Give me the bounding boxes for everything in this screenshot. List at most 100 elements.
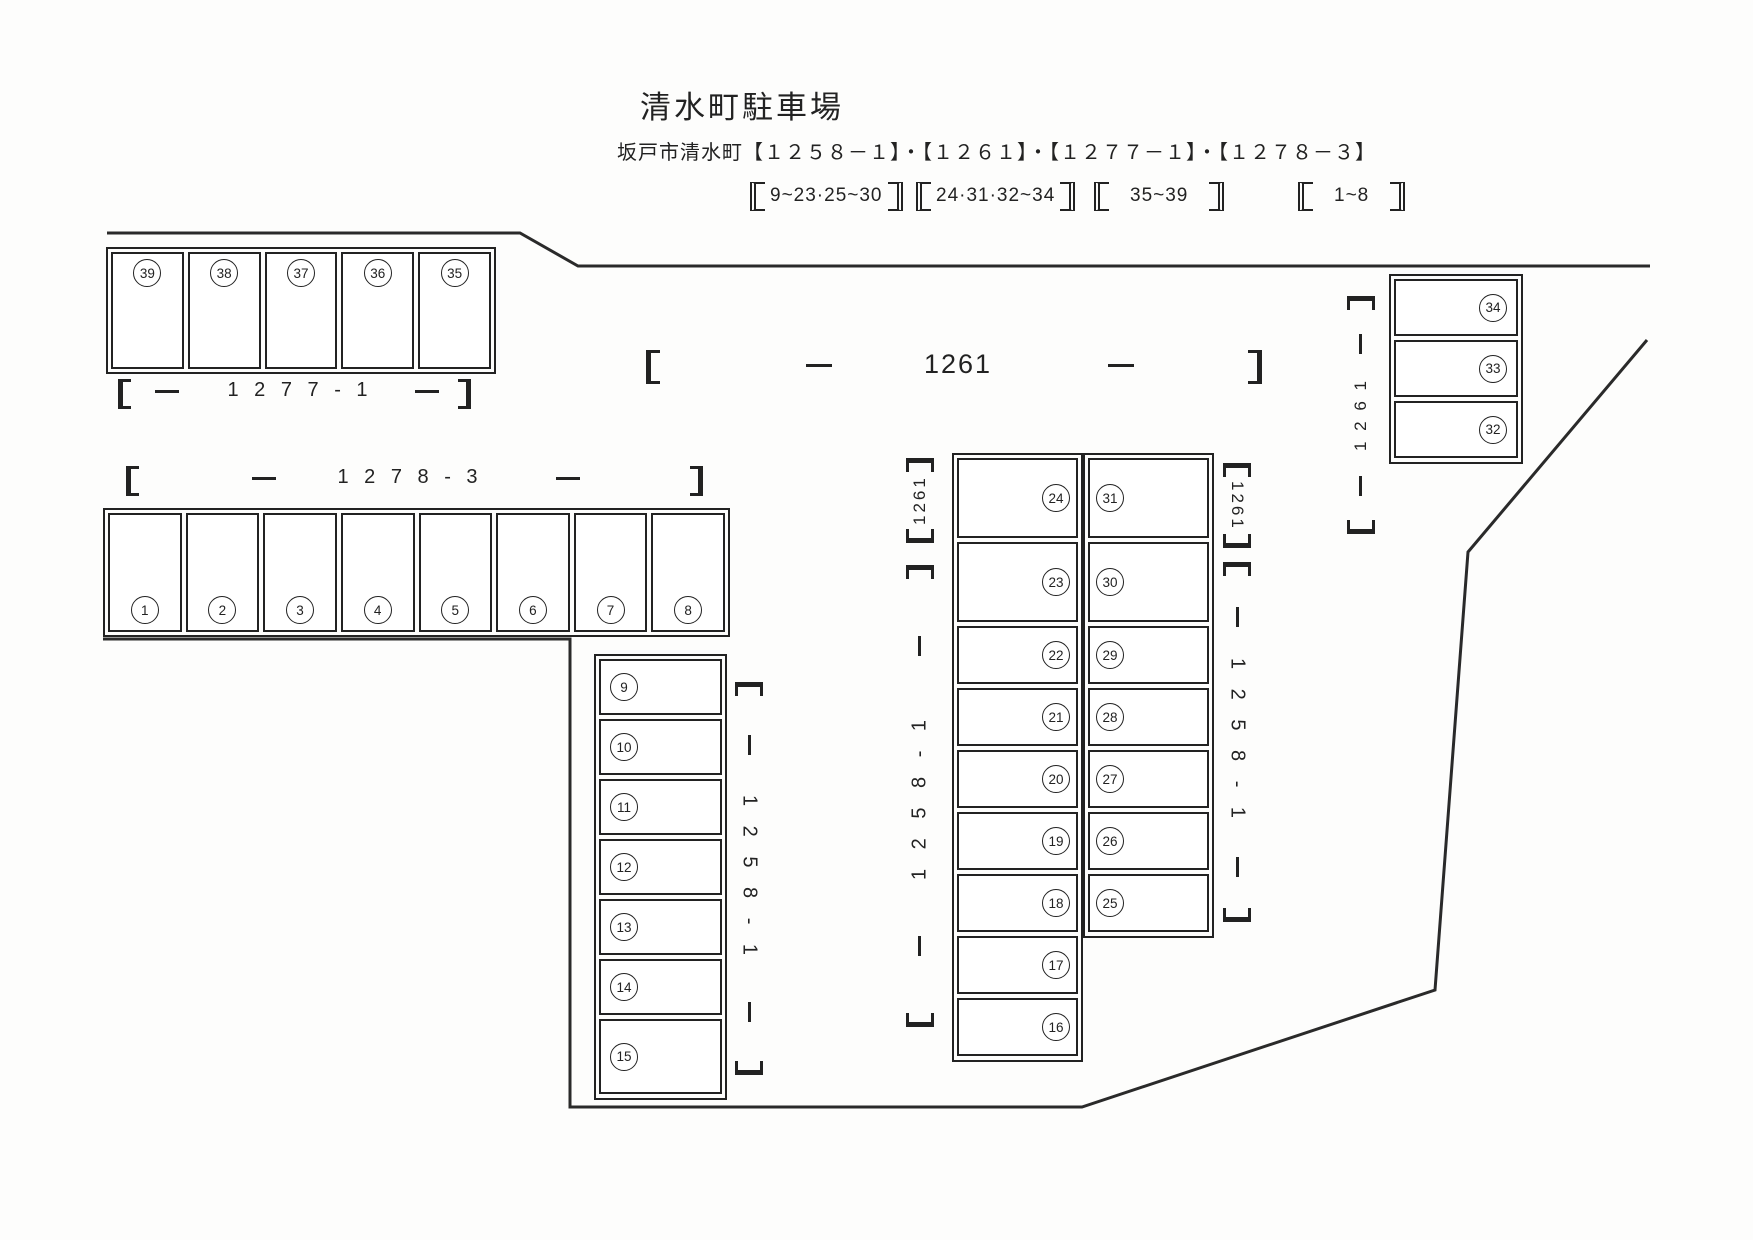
parking-space-cell: 6 xyxy=(496,513,570,632)
parking-space-cell: 2 xyxy=(185,513,260,632)
space-number-badge: 23 xyxy=(1042,568,1070,596)
label-text: 1 2 5 8 - 1 xyxy=(738,794,761,963)
parking-space-cell: 24 xyxy=(957,458,1078,538)
parking-space-cell: 28 xyxy=(1088,688,1209,746)
dash-icon xyxy=(556,477,580,480)
parking-space-cell: 11 xyxy=(599,779,722,835)
parking-space-cell: 25 xyxy=(1088,874,1209,932)
parking-space-cell: 16 xyxy=(957,998,1078,1056)
dash-icon xyxy=(1359,475,1363,496)
label-lot-1261-center-east: 1261 xyxy=(1222,458,1252,553)
dash-icon xyxy=(1235,607,1239,628)
page-subtitle: 坂戸市清水町【１２５８－１】・【１２６１】・【１２７７－１】・【１２７８－３】 xyxy=(617,142,1376,164)
dash-icon xyxy=(155,390,179,393)
label-text: 1 2 6 1 xyxy=(1351,378,1370,452)
space-number-badge: 29 xyxy=(1096,641,1124,669)
space-number-badge: 37 xyxy=(286,259,315,287)
parking-space-cell: 29 xyxy=(1088,626,1209,684)
space-number-badge: 2 xyxy=(208,596,237,624)
bracket-open-icon xyxy=(646,350,660,384)
bracket-open-icon xyxy=(1223,462,1251,477)
bracket-open-icon xyxy=(118,379,131,409)
parking-space-cell: 9 xyxy=(599,659,722,715)
block-lot-1258-1-west-spaces: 9 10 11 12 13 14 15 xyxy=(594,654,727,1100)
double-bracket-open-icon xyxy=(1298,181,1313,211)
bracket-open-icon xyxy=(906,1013,934,1027)
label-lot-1258-1-center-east: 1 2 5 8 - 1 xyxy=(1222,562,1252,922)
space-number-badge: 28 xyxy=(1096,703,1124,731)
space-number-badge: 17 xyxy=(1042,951,1070,979)
space-number-badge: 19 xyxy=(1042,827,1070,855)
parking-space-cell: 1 xyxy=(108,513,182,632)
space-number-badge: 24 xyxy=(1042,484,1070,512)
space-number-badge: 25 xyxy=(1096,889,1124,917)
space-number-badge: 34 xyxy=(1479,293,1507,322)
space-number-badge: 35 xyxy=(440,259,469,287)
bracket-open-icon xyxy=(1223,562,1251,576)
block-lot-1258-1-center-east-spaces: 31 30 29 28 27 26 25 xyxy=(1083,453,1214,938)
space-number-badge: 11 xyxy=(610,793,638,821)
parking-space-cell: 34 xyxy=(1394,279,1518,336)
parking-space-cell: 27 xyxy=(1088,750,1209,808)
space-number-badge: 8 xyxy=(674,596,703,624)
legend-spaces-1261: 24·31·32~34 xyxy=(936,185,1056,206)
space-number-badge: 39 xyxy=(133,259,162,287)
double-bracket-open-icon xyxy=(750,181,765,211)
bracket-close-icon xyxy=(1223,534,1251,549)
space-number-badge: 18 xyxy=(1042,889,1070,917)
label-lot-1258-1-west: 1 2 5 8 - 1 xyxy=(734,682,764,1075)
label-text: 1 2 5 8 - 1 xyxy=(908,712,931,880)
bracket-close-icon xyxy=(735,1061,763,1075)
legend-group-1278-3: 1~8 xyxy=(1298,181,1406,211)
dash-icon xyxy=(747,735,751,756)
bracket-close-icon xyxy=(906,457,934,472)
label-text: 1261 xyxy=(1228,480,1247,531)
parking-space-cell: 22 xyxy=(957,626,1078,684)
parking-space-cell: 37 xyxy=(264,252,338,369)
parking-space-cell: 8 xyxy=(651,513,725,632)
space-number-badge: 12 xyxy=(610,853,638,881)
space-number-badge: 26 xyxy=(1096,827,1124,855)
parking-space-cell: 3 xyxy=(263,513,337,632)
parking-space-cell: 26 xyxy=(1088,812,1209,870)
double-bracket-close-icon xyxy=(1060,181,1076,211)
parking-space-cell: 32 xyxy=(1394,401,1518,458)
space-number-badge: 15 xyxy=(610,1042,638,1071)
legend-group-1261: 24·31·32~34 xyxy=(916,181,1076,211)
parking-space-cell: 4 xyxy=(340,513,415,632)
bracket-close-icon xyxy=(1248,350,1262,384)
space-number-badge: 3 xyxy=(286,596,315,624)
bracket-open-icon xyxy=(1347,520,1375,534)
parking-space-cell: 39 xyxy=(111,252,184,369)
parking-space-cell: 36 xyxy=(341,252,415,369)
parking-space-cell: 23 xyxy=(957,542,1078,622)
bracket-open-icon xyxy=(906,529,934,544)
label-lot-1261: 1261 xyxy=(923,349,993,379)
dash-icon xyxy=(252,477,276,480)
parking-space-cell: 12 xyxy=(599,839,722,895)
space-number-badge: 20 xyxy=(1042,765,1070,793)
label-lot-1277-1: 1 2 7 7 - 1 xyxy=(227,379,373,401)
space-number-badge: 36 xyxy=(363,259,392,287)
space-number-badge: 27 xyxy=(1096,765,1124,793)
parking-space-cell: 38 xyxy=(187,252,261,369)
space-number-badge: 31 xyxy=(1096,484,1124,512)
bracket-close-icon xyxy=(1347,296,1375,310)
parking-space-cell: 21 xyxy=(957,688,1078,746)
bracket-close-icon xyxy=(906,565,934,579)
double-bracket-open-icon xyxy=(1094,181,1109,211)
block-lot-1258-1-center-west-spaces: 24 23 22 21 20 19 18 17 16 xyxy=(952,453,1083,1062)
parking-space-cell: 13 xyxy=(599,899,722,955)
parking-space-cell: 7 xyxy=(573,513,648,632)
dash-icon xyxy=(1108,364,1134,367)
space-number-badge: 16 xyxy=(1042,1013,1070,1041)
label-text: 1261 xyxy=(910,475,929,526)
label-lot-1261-east: 1 2 6 1 xyxy=(1346,296,1376,534)
space-number-badge: 5 xyxy=(441,596,470,624)
label-lot-1261-center-west: 1261 xyxy=(905,453,935,548)
bracket-close-icon xyxy=(458,379,471,409)
parking-space-cell: 18 xyxy=(957,874,1078,932)
bracket-open-icon xyxy=(735,682,763,696)
parking-space-cell: 31 xyxy=(1088,458,1209,538)
